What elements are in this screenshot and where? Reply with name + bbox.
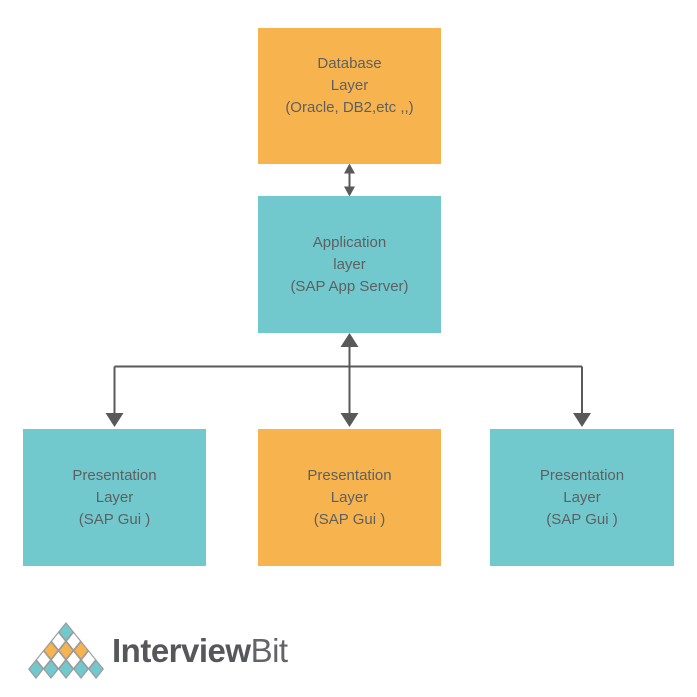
node-text-line: Layer [330, 77, 369, 94]
node-text-line: Database [317, 55, 382, 72]
node-text-line: Presentation [72, 466, 157, 484]
trunk-arrowhead-up [340, 333, 359, 347]
node-text-line: Application [312, 233, 387, 251]
node-text-line: Layer [330, 488, 369, 506]
logo-diamond-teal [28, 659, 44, 679]
interviewbit-logo-text: InterviewBit [112, 622, 288, 679]
node-text-line: (SAP Gui ) [313, 510, 386, 528]
node-text-line: Layer [95, 488, 134, 506]
interviewbit-logo-mark-icon [28, 622, 104, 679]
node-application-layer: Application layer (SAP App Server) [258, 196, 441, 333]
node-text-line: Presentation [307, 466, 392, 484]
branch-left-arrowhead-down [105, 413, 124, 427]
node-text-line: (SAP Gui ) [78, 510, 151, 528]
node-text-line: Layer [563, 488, 601, 506]
logo-diamond-teal [88, 659, 104, 679]
node-database-layer: Database Layer (Oracle, DB2,etc ,,) [258, 28, 441, 164]
logo-diamond-teal [58, 659, 74, 679]
logo-brand-light: Bit [250, 632, 289, 669]
logo-brand-bold: Interview [112, 632, 251, 669]
node-text-line: (SAP App Server) [290, 277, 409, 295]
node-presentation-layer-center: Presentation Layer (SAP Gui ) [258, 429, 441, 566]
node-text-line: (SAP Gui ) [546, 510, 618, 528]
trunk-arrowhead-down [340, 413, 359, 427]
logo-diamond-teal [73, 659, 89, 679]
node-presentation-layer-right: Presentation Layer (SAP Gui ) [490, 429, 674, 566]
branch-right-arrowhead-down [573, 413, 591, 427]
node-presentation-layer-left: Presentation Layer (SAP Gui ) [23, 429, 206, 566]
node-text-line: layer [333, 255, 366, 273]
node-text-line: (Oracle, DB2,etc ,,) [285, 99, 414, 116]
interviewbit-logo: InterviewBit [28, 622, 288, 679]
logo-diamond-teal [43, 659, 59, 679]
node-text-line: Presentation [539, 466, 625, 484]
db-app-arrowhead-down [344, 186, 355, 197]
db-app-arrowhead-up [344, 163, 355, 174]
